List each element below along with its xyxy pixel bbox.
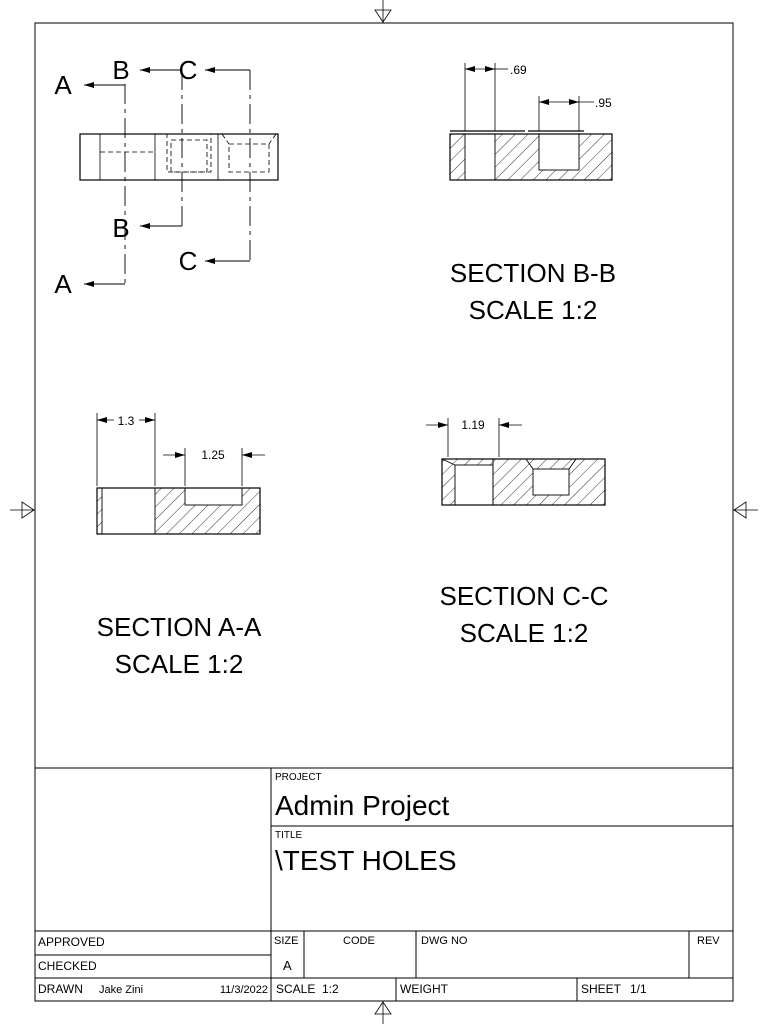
size-label: SIZE	[274, 935, 298, 947]
centering-marks	[10, 0, 758, 1024]
main-view-outline	[79, 133, 279, 181]
sheet-border	[34, 22, 734, 1002]
section-b-outline	[449, 133, 613, 181]
drawn-by: Jake Zini	[99, 984, 143, 996]
section-b-scale: SCALE 1:2	[469, 295, 598, 325]
cut-label-b-bottom: B	[112, 213, 129, 243]
dim-a-2: 1.25	[201, 448, 225, 462]
section-b-view: .69 .95 SECTION B-B SCALE 1:2	[449, 63, 616, 325]
section-c-title: SECTION C-C	[440, 581, 609, 611]
cut-label-c-top: C	[179, 55, 198, 85]
section-arrows	[84, 67, 250, 287]
cut-label-c-bottom: C	[179, 246, 198, 276]
project-name: Admin Project	[275, 790, 450, 821]
section-c-outline	[441, 458, 606, 506]
section-c-scale: SCALE 1:2	[460, 618, 589, 648]
cut-label-a-top: A	[54, 70, 72, 100]
section-c-view: 1.19 SECTION C-C SCALE 1:2	[426, 418, 609, 648]
drawn-label: DRAWN	[38, 982, 83, 996]
title-label: TITLE	[275, 830, 303, 841]
dim-b-1: .69	[510, 63, 527, 77]
scale-value: 1:2	[322, 982, 339, 996]
sheet-label: SHEET	[581, 982, 622, 996]
approved-label: APPROVED	[38, 935, 105, 949]
section-a-scale: SCALE 1:2	[115, 649, 244, 679]
hidden-lines	[100, 133, 277, 173]
dim-c-1: 1.19	[461, 418, 485, 432]
section-a-view: 1.3 1.25 SECTION A-A SCALE 1:2	[96, 413, 265, 679]
section-a-title: SECTION A-A	[97, 612, 262, 642]
cut-label-a-bottom: A	[54, 269, 72, 299]
section-a-outline	[96, 487, 261, 535]
code-label: CODE	[343, 935, 375, 947]
cut-label-b-top: B	[112, 55, 129, 85]
rev-label: REV	[697, 935, 720, 947]
project-label: PROJECT	[275, 772, 322, 783]
checked-label: CHECKED	[38, 959, 97, 973]
dwg-no-label: DWG NO	[421, 935, 468, 947]
section-b-title: SECTION B-B	[450, 258, 616, 288]
sheet-value: 1/1	[630, 982, 647, 996]
scale-label: SCALE	[276, 982, 315, 996]
weight-label: WEIGHT	[400, 982, 449, 996]
drawing-title: \TEST HOLES	[275, 845, 457, 876]
dim-b-2: .95	[595, 96, 612, 110]
title-block	[35, 767, 733, 1001]
drawn-date: 11/3/2022	[220, 984, 268, 996]
size-value: A	[283, 958, 292, 973]
dim-a-1: 1.3	[118, 414, 135, 428]
section-cut-lines	[124, 70, 251, 283]
main-view: A B C B C A	[54, 55, 279, 299]
